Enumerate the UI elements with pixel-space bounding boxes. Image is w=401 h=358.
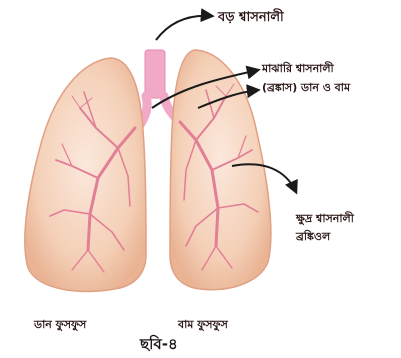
- right-lung-label: ডান ফুসফুস: [34, 316, 86, 335]
- figure-caption: ছবি-৪: [140, 333, 178, 358]
- bronchi-label-line1: মাঝারি শ্বাসনালী: [262, 60, 334, 79]
- bronchiole-label-line2: ব্রঙ্কিওল: [296, 228, 330, 247]
- trachea-arrow: [156, 16, 212, 40]
- left-lung-shape: [170, 50, 271, 290]
- bronchiole-label-line1: ক্ষুদ্র শ্বাসনালী: [296, 210, 354, 229]
- left-lung-label: বাম ফুসফুস: [178, 316, 228, 335]
- bronchi-label-line2: (ব্রঙ্কাস) ডান ও বাম: [262, 79, 350, 98]
- trachea-label: বড় শ্বাসনালী: [218, 8, 284, 29]
